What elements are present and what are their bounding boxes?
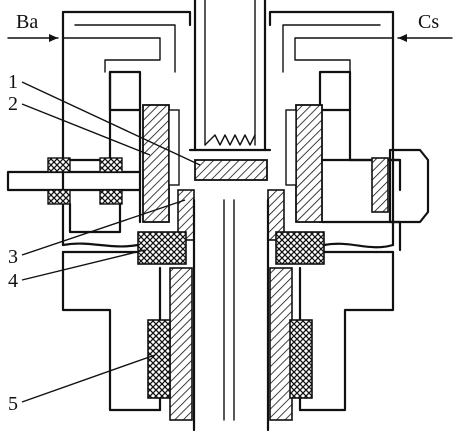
left-sleeve — [142, 104, 170, 223]
inlet-left: Ba — [7, 11, 59, 42]
callout-4-label: 4 — [8, 270, 18, 292]
lower-collar-right — [269, 267, 293, 421]
lower-body — [61, 250, 395, 412]
outer-housing — [61, 10, 395, 247]
lower-collar-left — [169, 267, 193, 421]
inlet-right: Cs — [397, 11, 453, 42]
left-sleeve-inner — [168, 109, 180, 186]
callout-1-label: 1 — [8, 71, 18, 93]
inlet-right-label: Cs — [418, 11, 439, 33]
right-connector — [320, 148, 430, 252]
insulator-ring — [61, 231, 395, 265]
inlet-left-label: Ba — [16, 11, 38, 33]
callout-2-label: 2 — [8, 93, 18, 115]
cathode-disc — [194, 159, 268, 181]
anode-tube — [177, 189, 285, 432]
left-shaft — [6, 157, 142, 234]
callout-5-label: 5 — [8, 393, 18, 415]
callout-3-label: 3 — [8, 246, 18, 268]
right-sleeve — [295, 104, 323, 223]
coil-right — [289, 319, 313, 399]
right-sleeve-inner — [285, 109, 297, 186]
arrow-right-icon — [49, 34, 58, 42]
callout-4: 4 — [8, 249, 146, 292]
callout-5: 5 — [8, 354, 156, 415]
arrow-left-icon — [398, 34, 407, 42]
coil-left — [147, 319, 171, 399]
callout-2: 2 — [8, 93, 151, 156]
central-feed-tube — [188, 0, 272, 152]
callout-1: 1 — [8, 71, 201, 166]
callout-3: 3 — [8, 199, 186, 268]
